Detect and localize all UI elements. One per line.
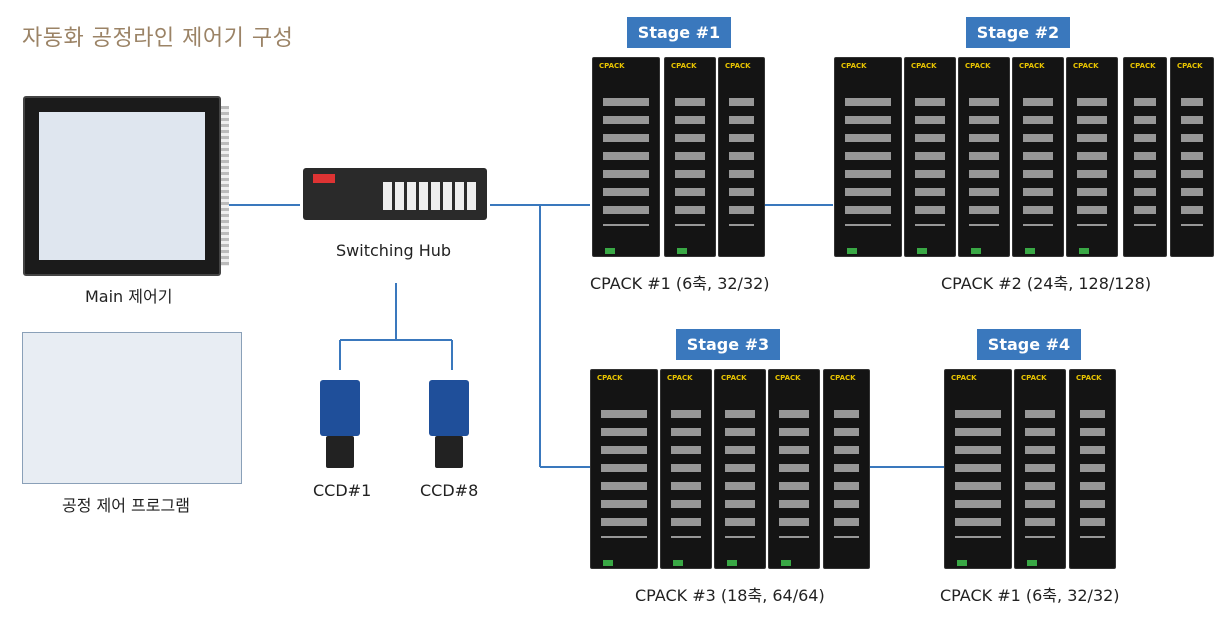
cpack-io-module: CPACK: [660, 369, 712, 569]
cpack-cpu-module: CPACK: [944, 369, 1012, 569]
ccd-camera-1: [316, 380, 364, 470]
switching-hub: [303, 168, 487, 220]
hub-label: Switching Hub: [336, 241, 452, 260]
monitor-vent: [221, 106, 229, 266]
program-screenshot: [22, 332, 242, 484]
cpack-io-module: CPACK: [1012, 57, 1064, 257]
stage-4-pack-label: CPACK #1 (6축, 32/32): [940, 586, 1120, 605]
stage-3-badge: Stage #3: [676, 329, 780, 360]
cpack-io-module: CPACK: [1170, 57, 1214, 257]
cpack-io-module: CPACK: [1069, 369, 1116, 569]
cpack-cpu-module: CPACK: [590, 369, 658, 569]
cpack-io-module: CPACK: [768, 369, 820, 569]
ccd-camera-8: [425, 380, 473, 470]
cpack-io-module: CPACK: [1066, 57, 1118, 257]
stage-1-pack-label: CPACK #1 (6축, 32/32): [590, 274, 770, 293]
ccd1-label: CCD#1: [313, 481, 372, 500]
cpack-io-module: CPACK: [718, 57, 765, 257]
cpack-cpu-module: CPACK: [834, 57, 902, 257]
cpack-io-module: CPACK: [823, 369, 870, 569]
cpack-cpu-module: CPACK: [592, 57, 660, 257]
cpack-io-module: CPACK: [1014, 369, 1066, 569]
monitor-screen: [39, 112, 205, 260]
hub-ports: [383, 182, 479, 210]
ccd8-label: CCD#8: [420, 481, 479, 500]
cpack-io-module: CPACK: [904, 57, 956, 257]
cpack-io-module: CPACK: [958, 57, 1010, 257]
program-label: 공정 제어 프로그램: [62, 496, 190, 515]
cpack-io-module: CPACK: [664, 57, 716, 257]
hub-logo: [313, 174, 335, 183]
stage-2-pack-label: CPACK #2 (24축, 128/128): [941, 274, 1152, 293]
diagram-title: 자동화 공정라인 제어기 구성: [22, 26, 294, 51]
stage-4-badge: Stage #4: [977, 329, 1081, 360]
cpack-io-module: CPACK: [1123, 57, 1167, 257]
stage-1-badge: Stage #1: [627, 17, 731, 48]
main-controller-label: Main 제어기: [85, 287, 173, 306]
cpack-io-module: CPACK: [714, 369, 766, 569]
stage-3-pack-label: CPACK #3 (18축, 64/64): [635, 586, 825, 605]
main-controller-monitor: [23, 96, 229, 276]
stage-2-badge: Stage #2: [966, 17, 1070, 48]
